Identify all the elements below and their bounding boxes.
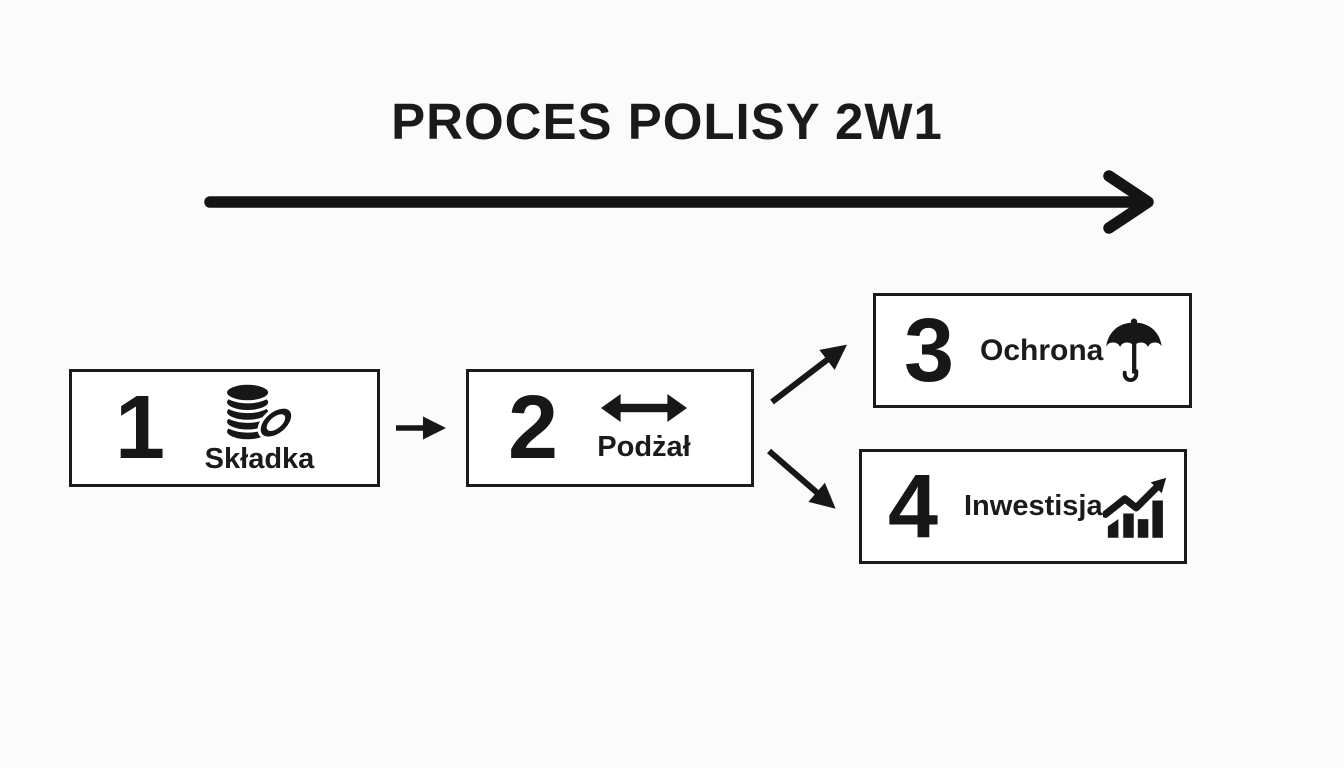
step-label: Inwestisja (964, 490, 1103, 522)
step-box-3: 3 Ochrona (873, 293, 1192, 408)
step-box-2: 2 Podżał (466, 369, 754, 487)
step-content: Podżał (575, 392, 751, 464)
coins-icon (223, 381, 294, 442)
step-number: 2 (507, 378, 559, 478)
umbrella-icon (1106, 317, 1163, 382)
chart-up-icon (1102, 477, 1166, 538)
step-box-4: 4 Inwestisja (859, 449, 1187, 564)
main-flow-arrow (204, 170, 1154, 234)
arrow-step2-to-step4 (767, 448, 836, 509)
double-arrow-icon (601, 393, 687, 423)
step-label: Ochrona (980, 333, 1104, 367)
arrow-step2-to-step3 (770, 344, 848, 405)
step-number: 3 (904, 300, 955, 401)
diagram-title: PROCES POLISY 2W1 (391, 93, 943, 150)
step-number: 4 (888, 456, 939, 557)
step-label: Podżał (597, 431, 691, 463)
step-box-1: 1 Składka (69, 369, 380, 487)
step-label: Składka (204, 442, 315, 475)
step-number: 1 (114, 378, 166, 478)
step-content: Składka (180, 381, 377, 476)
